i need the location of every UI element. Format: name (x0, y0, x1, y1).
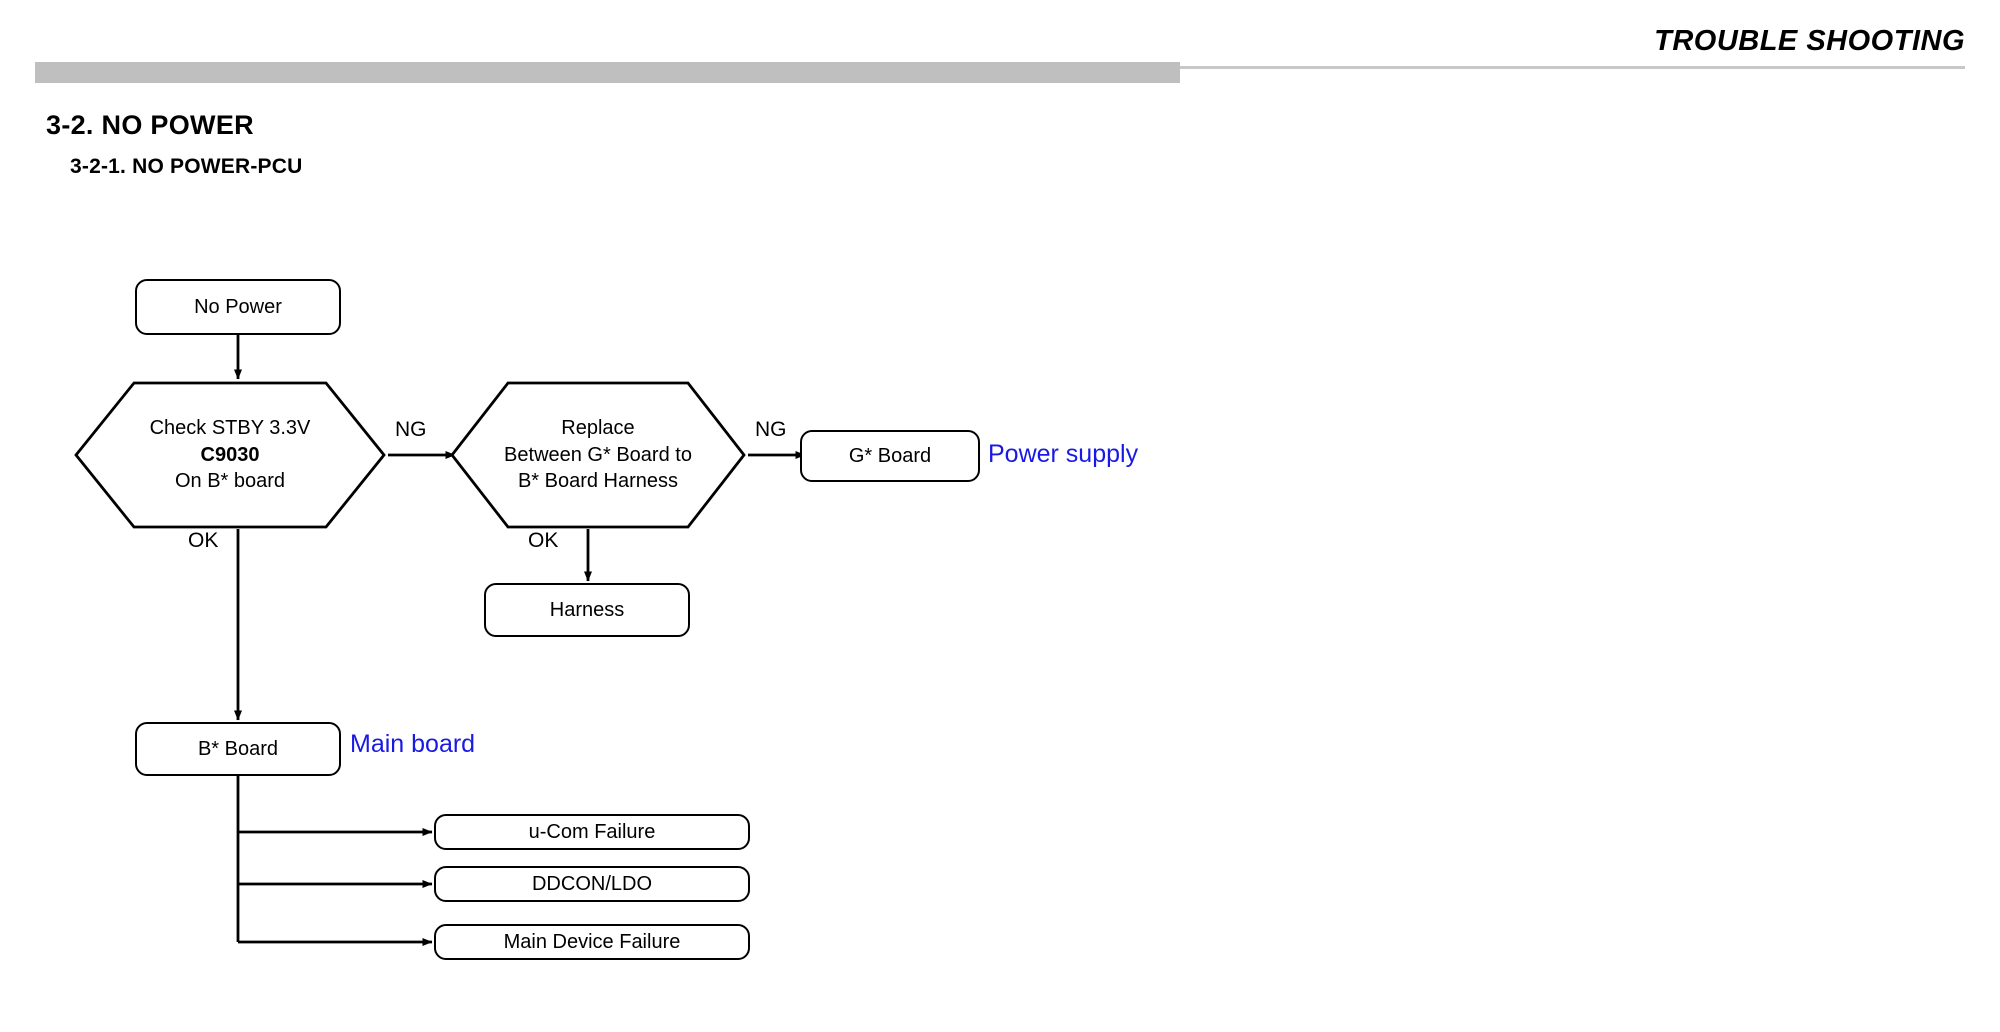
hexagon-shape (74, 381, 386, 529)
node-main-device-failure-label: Main Device Failure (503, 930, 681, 953)
node-no-power-label: No Power (194, 295, 282, 318)
node-b-board-label: B* Board (197, 737, 279, 760)
check-stby-line1: Check STBY 3.3V (149, 417, 311, 440)
edge-label-ng-2: NG (755, 418, 787, 441)
node-ddcon-ldo: DDCON/LDO (434, 866, 750, 902)
replace-line3: B* Board Harness (517, 470, 679, 493)
node-check-stby: Check STBY 3.3V C9030 On B* board (74, 381, 386, 529)
page-subtitle: 3-2-1. NO POWER-PCU (70, 155, 303, 178)
node-b-board: B* Board (135, 722, 341, 776)
check-stby-line3: On B* board (174, 470, 286, 493)
node-harness: Harness (484, 583, 690, 637)
replace-line1: Replace (561, 417, 635, 440)
edge-label-ok-1: OK (188, 529, 219, 552)
annotation-main-board: Main board (350, 730, 476, 758)
edge-label-ok-2: OK (528, 529, 559, 552)
hexagon-shape (450, 381, 746, 529)
header-gray-bar (35, 62, 1180, 83)
replace-line2: Between G* Board to (504, 443, 692, 466)
node-replace-harness: Replace Between G* Board to B* Board Har… (450, 381, 746, 529)
node-main-device-failure: Main Device Failure (434, 924, 750, 960)
node-no-power: No Power (135, 279, 341, 335)
header-title: TROUBLE SHOOTING (1654, 25, 1965, 57)
node-ucom-failure-label: u-Com Failure (528, 820, 656, 843)
edge-label-ng-1: NG (395, 418, 427, 441)
node-g-board-label: G* Board (848, 444, 932, 467)
node-g-board: G* Board (800, 430, 980, 482)
check-stby-line2: C9030 (200, 443, 260, 466)
node-ucom-failure: u-Com Failure (434, 814, 750, 850)
node-ddcon-ldo-label: DDCON/LDO (531, 872, 652, 895)
page-title: 3-2. NO POWER (46, 110, 254, 140)
annotation-power-supply: Power supply (988, 440, 1139, 468)
node-harness-label: Harness (549, 598, 625, 621)
